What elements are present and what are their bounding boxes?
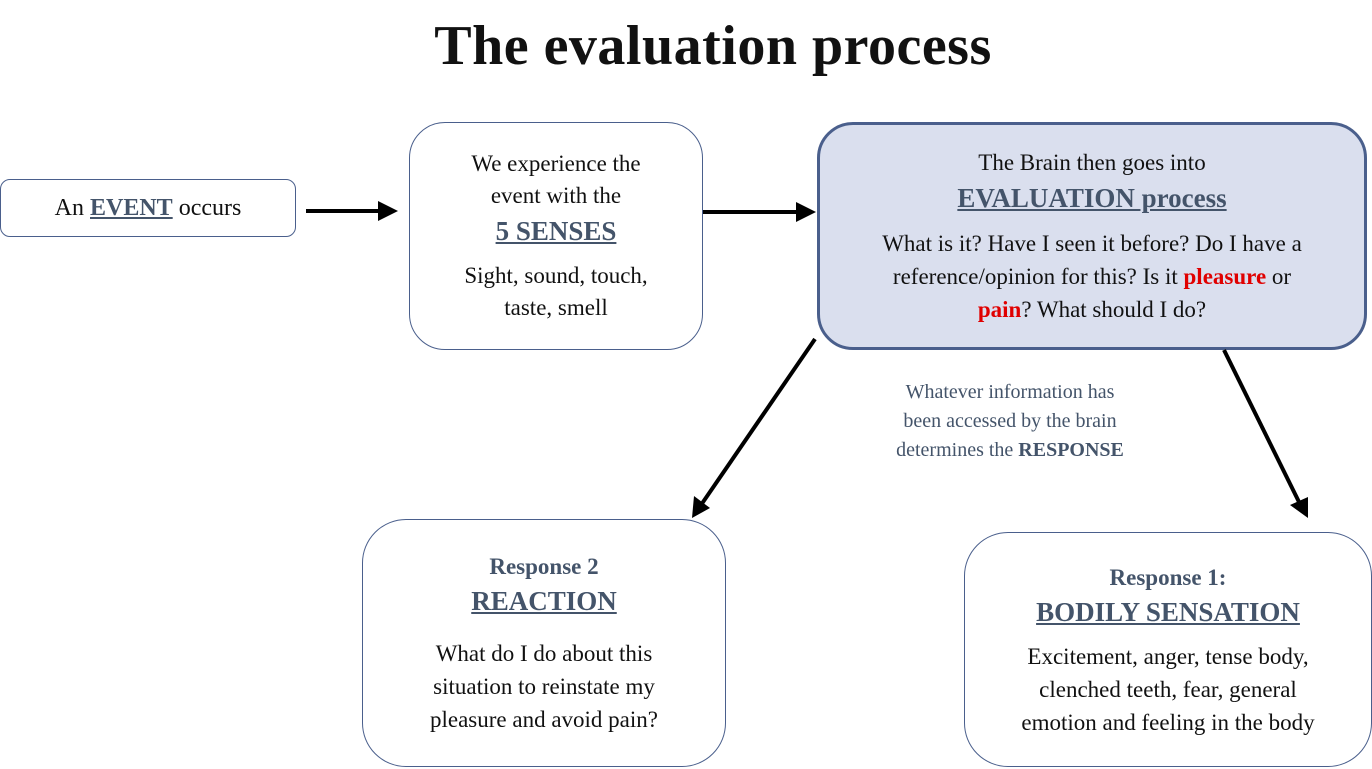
response-note: Whatever information has been accessed b… [860, 378, 1160, 465]
response-1-line-2: clenched teeth, fear, general [1039, 676, 1297, 702]
evaluation-line-1: The Brain then goes into [978, 150, 1206, 175]
evaluation-box: The Brain then goes into EVALUATION proc… [817, 122, 1367, 350]
evaluation-question-1: What is it? Have I seen it before? Do I … [882, 231, 1302, 256]
note-response-keyword: RESPONSE [1018, 439, 1124, 461]
response-2-line-3: pleasure and avoid pain? [430, 707, 658, 732]
evaluation-question-2: reference/opinion for this? Is it pleasu… [893, 260, 1291, 293]
response-2-label: Response 2 [489, 554, 599, 579]
evaluation-question-2a: reference/opinion for this? Is it [892, 264, 1178, 289]
event-text: An EVENT occurs [55, 195, 242, 222]
event-box: An EVENT occurs [0, 179, 296, 237]
response-1-line-3: emotion and feeling in the body [1021, 709, 1315, 735]
evaluation-question-3: pain? What should I do? [978, 293, 1206, 326]
arrow-right-icon [703, 202, 816, 222]
response-2-heading: REACTION [471, 586, 617, 616]
note-line-3a: determines the [896, 439, 1014, 461]
note-line-1: Whatever information has [905, 381, 1115, 403]
response-1-line-1: Excitement, anger, tense body, [1027, 643, 1309, 669]
arrow-right-icon [306, 201, 398, 221]
response-2-box: Response 2 REACTION What do I do about t… [362, 519, 726, 767]
pain-word: pain [977, 297, 1022, 322]
senses-detail-2: taste, smell [504, 295, 608, 320]
senses-heading: 5 SENSES [495, 216, 617, 246]
response-1-label: Response 1: [1109, 564, 1227, 590]
page-title: The evaluation process [434, 15, 992, 77]
event-keyword: EVENT [90, 194, 173, 221]
senses-box: We experience the event with the 5 SENSE… [409, 122, 703, 350]
response-2-line-1: What do I do about this [435, 641, 653, 666]
response-1-heading: BODILY SENSATION [1036, 596, 1300, 627]
event-prefix: An [54, 194, 84, 221]
evaluation-question-2b: or [1271, 264, 1292, 289]
arrow-down-left-icon [692, 337, 817, 518]
senses-line-2: event with the [490, 183, 622, 208]
evaluation-heading: EVALUATION process [957, 183, 1227, 213]
response-2-line-2: situation to reinstate my [433, 674, 655, 699]
senses-line-1: We experience the [471, 151, 641, 176]
senses-detail-1: Sight, sound, touch, [464, 263, 648, 288]
evaluation-question-3-text: ? What should I do? [1021, 297, 1207, 322]
response-1-box: Response 1: BODILY SENSATION Excitement,… [964, 532, 1372, 767]
note-line-2: been accessed by the brain [903, 410, 1117, 432]
arrow-down-right-icon [1222, 349, 1308, 518]
pleasure-word: pleasure [1183, 264, 1267, 289]
event-suffix: occurs [178, 194, 242, 221]
note-line-3: determines the RESPONSE [860, 436, 1160, 465]
